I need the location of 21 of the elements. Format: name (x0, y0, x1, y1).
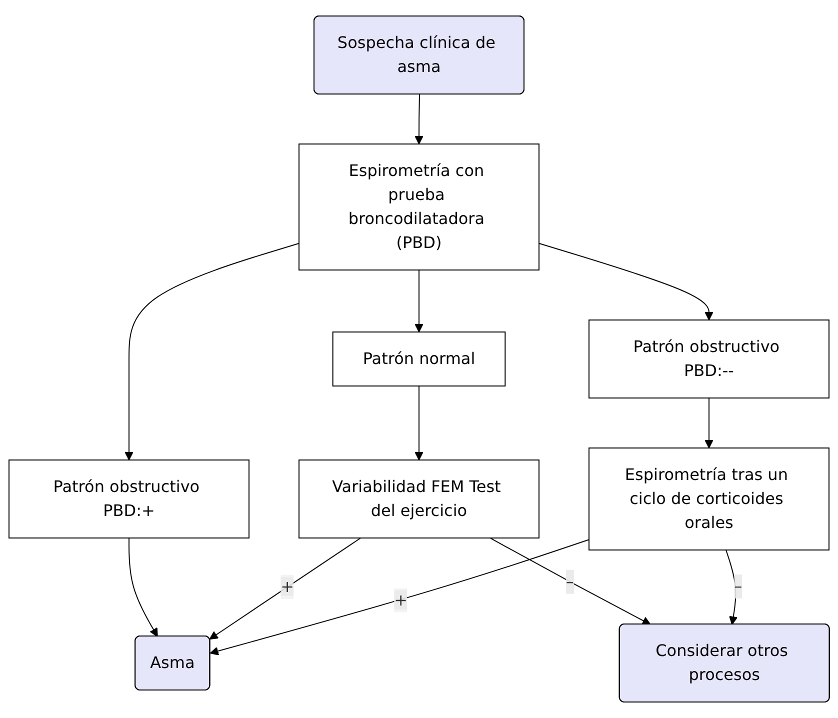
arrow (414, 386, 424, 460)
edge-label: + (280, 576, 294, 596)
edge-label: – (734, 576, 742, 596)
node-box: Espirometría tras un ciclo de corticoides orales (588, 448, 830, 550)
arrow (209, 538, 361, 640)
arrow (128, 538, 158, 637)
arrow (489, 538, 651, 625)
arrow (538, 242, 714, 320)
node-box: Patrón obstructivo PBD:+ (8, 460, 250, 538)
arrow (725, 550, 738, 625)
arrow (124, 242, 300, 460)
node-box: Patrón normal (332, 332, 506, 386)
arrow (414, 94, 424, 144)
arrow (704, 398, 714, 448)
arrow (210, 539, 590, 656)
edge-label: + (394, 590, 408, 610)
node-box: Patrón obstructivo PBD:-- (588, 320, 830, 398)
arrow (414, 270, 424, 332)
edge-label: – (566, 572, 574, 591)
node-box: Espirometría con prueba broncodilatadora (PBD) (298, 144, 540, 270)
node-box: Variabilidad FEM Test del ejercicio (298, 460, 540, 538)
